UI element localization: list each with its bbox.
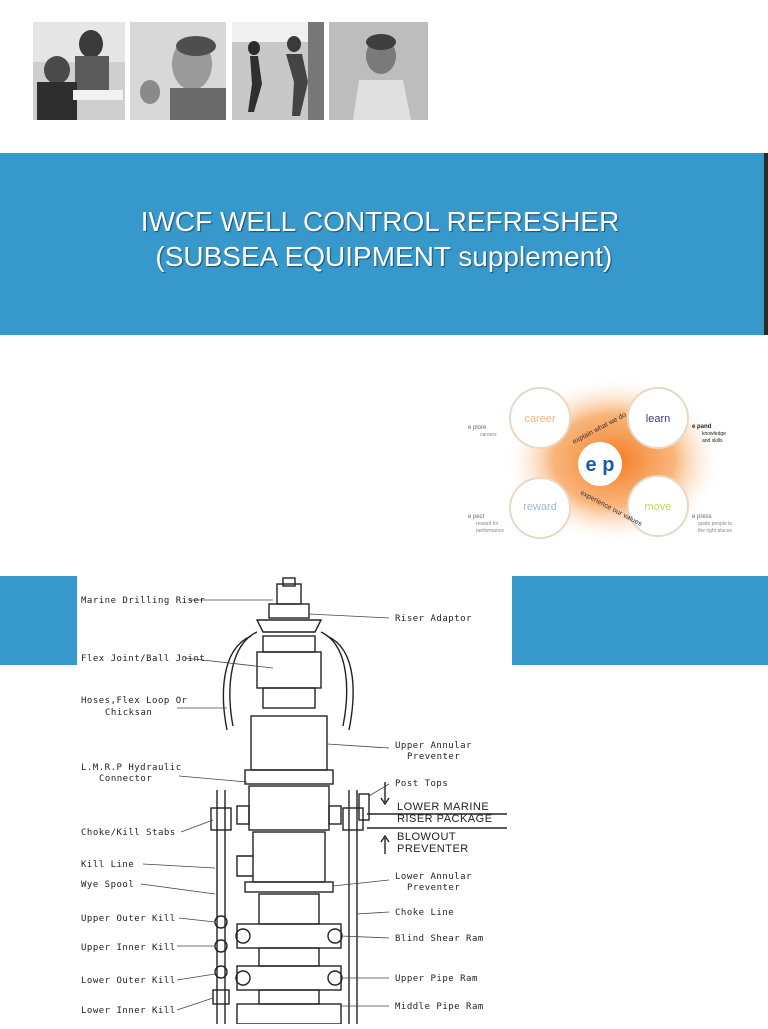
photo-meeting <box>33 22 125 120</box>
label-lmrp-2: RISER PACKAGE <box>397 813 493 825</box>
label-upper-outer-kill: Upper Outer Kill <box>81 914 176 924</box>
label-flex-joint: Flex Joint/Ball Joint <box>81 654 205 664</box>
learn-caption1: e pand <box>692 424 712 430</box>
label-chicksan: Chicksan <box>105 708 152 718</box>
label-post-tops: Post Tops <box>395 779 448 789</box>
learn-caption2: knowledge <box>702 431 726 437</box>
banner-edge <box>764 153 768 335</box>
blue-block-right <box>512 576 768 665</box>
page-title-line1: IWCF WELL CONTROL REFRESHER <box>140 206 620 237</box>
career-bubble <box>509 387 571 449</box>
label-lmrp-connector-1: L.M.R.P Hydraulic <box>81 763 182 773</box>
label-kill-line: Kill Line <box>81 860 134 870</box>
label-blind-shear-ram: Blind Shear Ram <box>395 934 484 944</box>
center-text: e p <box>586 454 615 476</box>
label-lower-annular-2: Preventer <box>407 883 460 893</box>
label-lmrp-connector-2: Connector <box>99 774 152 784</box>
blue-block-left <box>0 576 77 665</box>
reward-bubble <box>509 477 571 539</box>
label-marine-drilling-riser: Marine Drilling Riser <box>81 596 205 606</box>
label-middle-pipe-ram: Middle Pipe Ram <box>395 1002 484 1012</box>
move-caption2: guide people to <box>698 521 732 527</box>
values-emblem: e p explain what we do experience our va… <box>462 372 768 544</box>
label-upper-pipe-ram: Upper Pipe Ram <box>395 974 478 984</box>
learn-caption3: and skills <box>702 438 723 444</box>
label-lower-annular-1: Lower Annular <box>395 872 472 882</box>
label-upper-inner-kill: Upper Inner Kill <box>81 943 176 953</box>
label-wye-spool: Wye Spool <box>81 880 134 890</box>
label-upper-annular-1: Upper Annular <box>395 741 472 751</box>
title-banner <box>0 153 764 335</box>
photo-man-smiling <box>329 22 428 120</box>
move-caption3: the right places <box>698 528 732 534</box>
photo-man-profile <box>130 22 226 120</box>
move-word: move <box>645 501 672 513</box>
label-lower-outer-kill: Lower Outer Kill <box>81 976 176 986</box>
label-choke-kill-stabs: Choke/Kill Stabs <box>81 828 176 838</box>
reward-caption3: performance <box>476 528 504 534</box>
label-choke-line: Choke Line <box>395 908 454 918</box>
center-badge <box>578 442 622 486</box>
label-bop-1: BLOWOUT <box>397 831 456 843</box>
label-upper-annular-2: Preventer <box>407 752 460 762</box>
photo-runners <box>232 22 324 120</box>
learn-bubble <box>627 387 689 449</box>
bop-stack-diagram: Marine Drilling Riser Flex Joint/Ball Jo… <box>77 576 512 1025</box>
reward-word: reward <box>523 501 557 513</box>
label-hoses: Hoses,Flex Loop Or <box>81 696 188 706</box>
label-lower-inner-kill: Lower Inner Kill <box>81 1006 176 1016</box>
label-lmrp-1: LOWER MARINE <box>397 801 489 813</box>
career-caption2: careers <box>480 432 497 438</box>
leader-lines <box>140 599 390 1011</box>
page-title-line2: (SUBSEA EQUIPMENT supplement) <box>147 241 613 272</box>
move-bubble <box>627 475 689 537</box>
move-caption1: e press <box>692 514 712 520</box>
reward-caption1: e pect <box>468 514 485 520</box>
career-word: career <box>524 413 556 425</box>
learn-word: learn <box>646 413 670 425</box>
label-bop-2: PREVENTER <box>397 843 469 855</box>
label-riser-adaptor: Riser Adaptor <box>395 614 472 624</box>
reward-caption2: reward for <box>476 521 499 527</box>
career-caption1: e plore <box>468 425 487 431</box>
